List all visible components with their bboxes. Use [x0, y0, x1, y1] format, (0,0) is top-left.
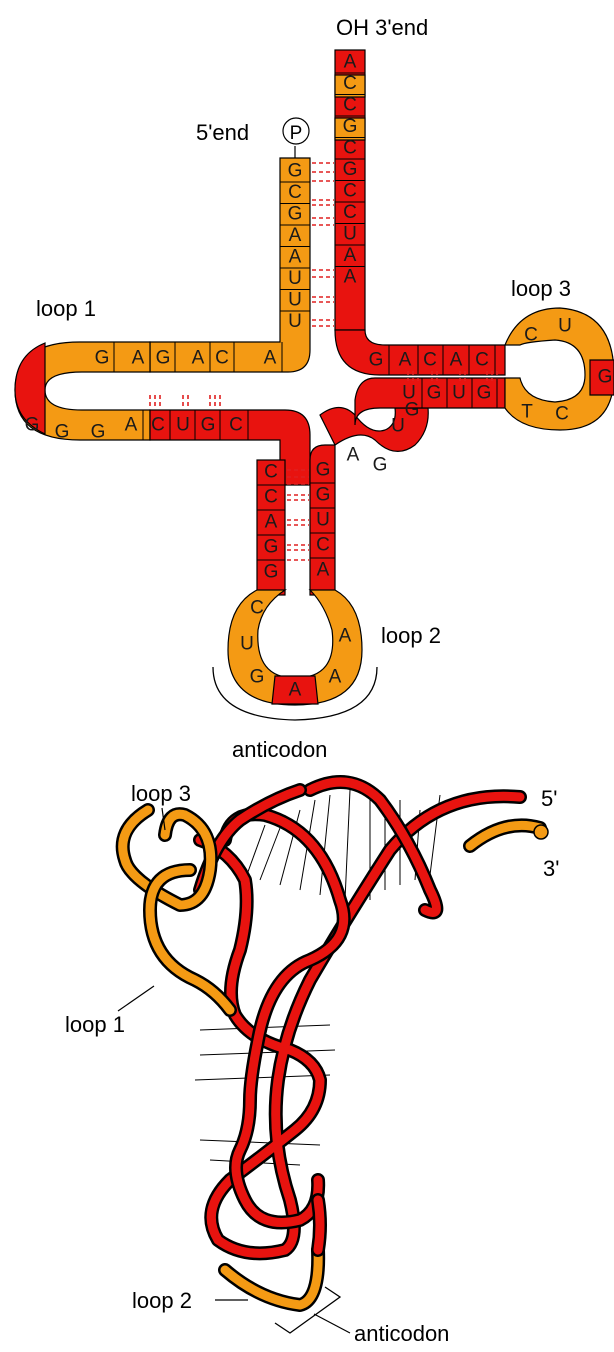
- ribbon-3prime-end: [534, 825, 548, 839]
- base-anticodon-stem-5: C: [264, 487, 278, 508]
- base-anticodon-loop: A: [329, 667, 342, 688]
- base-acceptor-3: C: [343, 138, 357, 159]
- helix-rung: [345, 790, 350, 900]
- ribbon-3prime-tail: [470, 825, 540, 846]
- base-acceptor-3: A: [344, 267, 357, 288]
- base-d-arm-bottom: C: [229, 415, 243, 436]
- base-anticodon-loop: A: [339, 626, 352, 647]
- base-d-arm-top: A: [132, 348, 145, 369]
- base-anticodon-stem-3: G: [316, 460, 331, 481]
- base-acceptor-5: A: [289, 247, 302, 268]
- base-d-loop: G: [25, 415, 40, 436]
- base-acceptor-5: U: [288, 268, 302, 289]
- anticodon-label: anticodon: [232, 737, 327, 762]
- loop2-3d-label: loop 2: [132, 1288, 192, 1313]
- base-acceptor-3: G: [343, 116, 358, 137]
- base-acceptor-3: A: [344, 245, 357, 266]
- base-t-arm-top: C: [475, 350, 489, 371]
- phosphate-group: P: [283, 118, 309, 158]
- loop3-3d-label: loop 3: [131, 781, 191, 806]
- base-acceptor-3: U: [343, 224, 357, 245]
- base-anticodon-stem-5: G: [264, 562, 279, 583]
- base-acceptor-3: C: [343, 202, 357, 223]
- base-t-loop: U: [558, 316, 572, 337]
- trna-3d-ribbon: loop 3 5' 3' loop 1 loop 2 anticodon: [65, 781, 559, 1346]
- base-letters: ACCGCGCCUAAGCGAAUUUACAGAGGGGACUGCCCAGGCU…: [25, 52, 613, 701]
- oh-3end-label: OH 3'end: [336, 15, 428, 40]
- base-t-arm-top: A: [450, 350, 463, 371]
- base-acceptor-3: C: [343, 95, 357, 116]
- base-t-arm-top: A: [399, 350, 412, 371]
- base-acceptor-5: U: [288, 290, 302, 311]
- base-t-arm-bottom: G: [427, 383, 442, 404]
- base-acceptor-3: G: [343, 159, 358, 180]
- base-acceptor-5: C: [288, 182, 302, 203]
- phosphate-label: P: [290, 123, 303, 144]
- base-acceptor-3: C: [343, 73, 357, 94]
- base-d-arm-bottom: G: [201, 415, 216, 436]
- base-acceptor-3: A: [344, 52, 357, 73]
- base-d-arm-top: A: [192, 348, 205, 369]
- base-d-arm-bottom: A: [125, 415, 138, 436]
- base-t-loop: G: [598, 367, 613, 388]
- base-acceptor-5: G: [288, 161, 303, 182]
- base-d-arm-top: A: [264, 348, 277, 369]
- helix-rung: [195, 1075, 330, 1080]
- base-d-arm-top: C: [215, 348, 229, 369]
- base-anticodon-stem-3: C: [316, 535, 330, 556]
- base-d-loop: G: [55, 422, 70, 443]
- base-anticodon-loop: C: [250, 598, 264, 619]
- base-anticodon-stem-5: G: [264, 537, 279, 558]
- base-t-loop: C: [524, 325, 538, 346]
- base-variable: G: [373, 455, 388, 476]
- base-acceptor-5: G: [288, 204, 303, 225]
- ribbon-strand-a: [200, 796, 520, 1253]
- base-d-arm-top: G: [156, 348, 171, 369]
- base-acceptor-5: A: [289, 225, 302, 246]
- helix-rung: [200, 1050, 335, 1055]
- base-d-arm-bottom: U: [176, 415, 190, 436]
- base-anticodon-stem-5: C: [264, 462, 278, 483]
- base-t-arm-bottom: G: [477, 383, 492, 404]
- base-t-arm-top: G: [369, 350, 384, 371]
- base-d-loop: G: [91, 422, 106, 443]
- anticodon-3d-label: anticodon: [354, 1321, 449, 1346]
- base-t-arm-top: C: [423, 350, 437, 371]
- loop1-label: loop 1: [36, 296, 96, 321]
- base-variable: A: [347, 445, 360, 466]
- base-anticodon-stem-3: G: [316, 485, 331, 506]
- base-t-loop: C: [555, 404, 569, 425]
- base-variable: U: [391, 416, 405, 437]
- base-anticodon-stem-5: A: [265, 512, 278, 533]
- 5end-label: 5'end: [196, 120, 249, 145]
- base-anticodon-stem-3: U: [316, 510, 330, 531]
- loop2-label: loop 2: [381, 623, 441, 648]
- loop1-3d-label: loop 1: [65, 1012, 125, 1037]
- 5prime-label: 5': [541, 786, 557, 811]
- base-d-arm-bottom: C: [151, 415, 165, 436]
- base-anticodon-loop: G: [250, 667, 265, 688]
- base-t-loop: T: [521, 402, 533, 423]
- acceptor-5-strand: [150, 158, 310, 372]
- base-anticodon-stem-3: A: [317, 560, 330, 581]
- helix-rung: [200, 1140, 320, 1145]
- base-acceptor-5: U: [288, 311, 302, 332]
- base-d-arm-top: G: [95, 348, 110, 369]
- base-t-arm-bottom: U: [402, 383, 416, 404]
- base-t-arm-bottom: U: [452, 383, 466, 404]
- 3prime-label: 3': [543, 856, 559, 881]
- loop3-label: loop 3: [511, 276, 571, 301]
- base-anticodon-loop: U: [240, 634, 254, 655]
- base-acceptor-3: C: [343, 181, 357, 202]
- base-anticodon-loop: A: [289, 680, 302, 701]
- acceptor-stem-5prime: [150, 158, 310, 372]
